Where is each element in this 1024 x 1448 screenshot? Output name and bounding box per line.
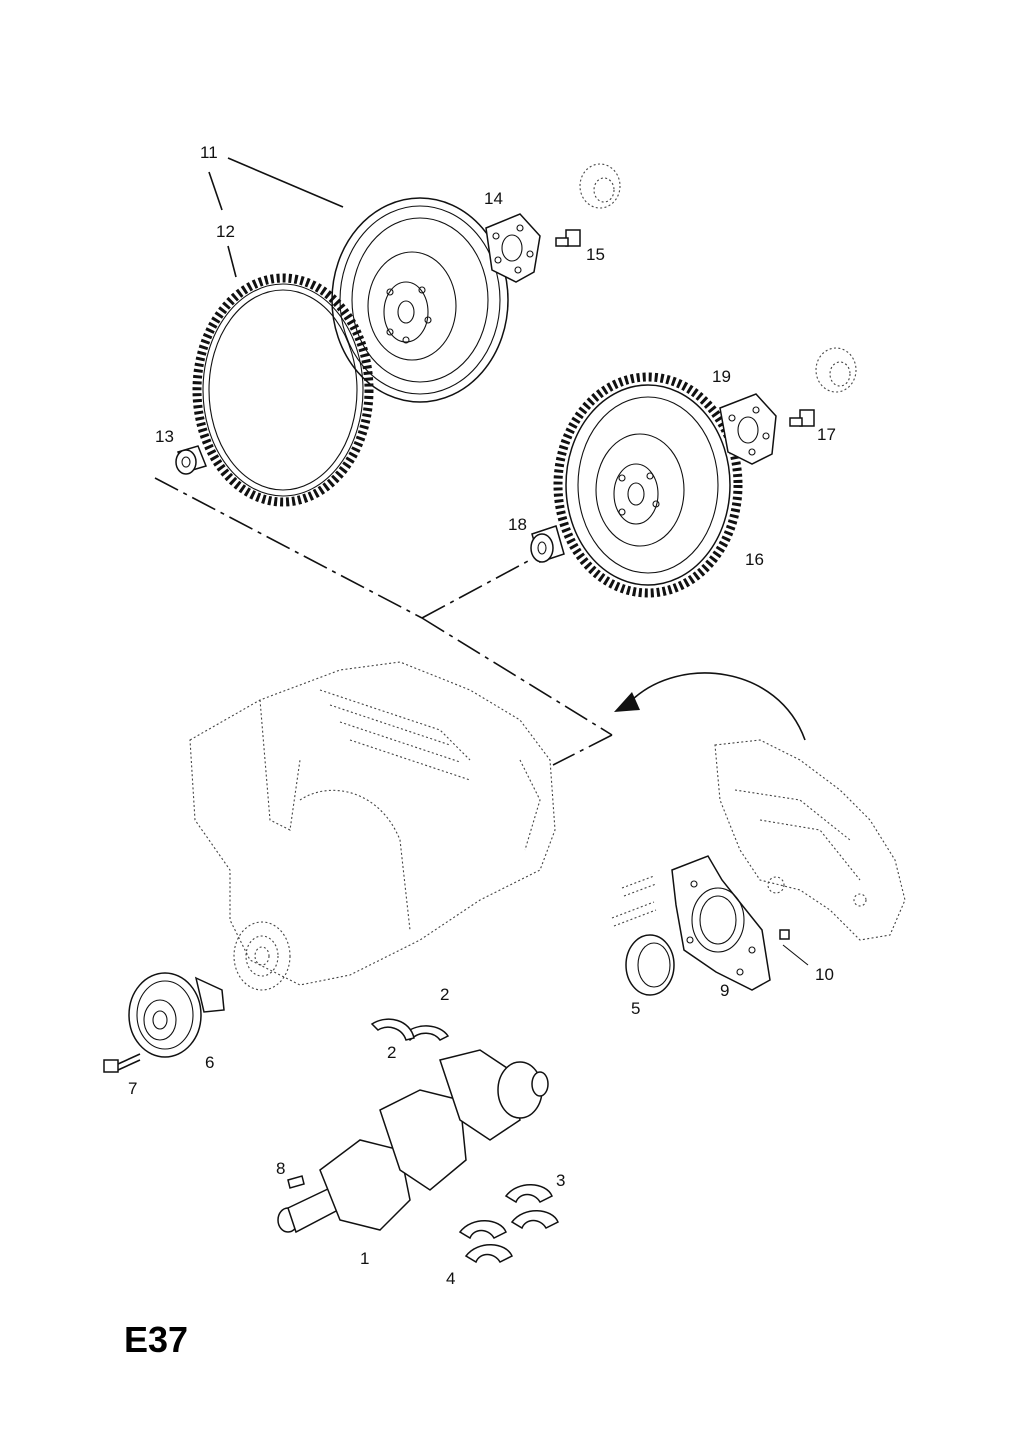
- crankshaft-1: [277, 1049, 549, 1234]
- bolt-7: [103, 1053, 141, 1073]
- rotation-arrow-icon: [614, 672, 806, 741]
- callout-13: 13: [155, 427, 174, 446]
- callout-1: 1: [360, 1249, 369, 1268]
- callout-19: 19: [712, 367, 731, 386]
- thrust-washer-2-bottom: [370, 1018, 415, 1041]
- callout-8: 8: [276, 1159, 285, 1178]
- callout-17: 17: [817, 425, 836, 444]
- damper-pulley-6: [128, 972, 225, 1058]
- bearing-18: [530, 525, 565, 563]
- callout-labels: 11 12 14 15 13 19 17 18 16 2 2 10 5 9 6 …: [128, 143, 836, 1288]
- engine-block-dotted: [189, 661, 556, 991]
- oil-seal-5: [625, 934, 675, 996]
- callout-2-upper: 2: [440, 985, 449, 1004]
- bearing-13: [175, 445, 208, 475]
- callout-7: 7: [128, 1079, 137, 1098]
- page-code: E37: [124, 1319, 188, 1360]
- callout-14: 14: [484, 189, 503, 208]
- thrust-washer-2-top: [402, 1025, 450, 1042]
- flywheel-11: [331, 197, 509, 403]
- callout-5: 5: [631, 999, 640, 1018]
- plate-14: [485, 213, 541, 283]
- key-8: [287, 1175, 305, 1189]
- callout-18: 18: [508, 515, 527, 534]
- callout-12: 12: [216, 222, 235, 241]
- screws-dotted: [611, 875, 657, 927]
- callout-15: 15: [586, 245, 605, 264]
- rear-housing-dotted: [714, 739, 906, 941]
- callout-11: 11: [200, 143, 218, 162]
- bearing-shells-3: [504, 1184, 559, 1230]
- leader-lines: [154, 157, 809, 966]
- flywheel-16: [553, 372, 743, 598]
- callout-9: 9: [720, 981, 729, 1000]
- plate-19: [719, 393, 777, 465]
- bolt-15: [555, 229, 581, 247]
- callout-6: 6: [205, 1053, 214, 1072]
- callout-16: 16: [745, 550, 764, 569]
- seal-carrier-9: [671, 855, 771, 991]
- spacer-right-dotted: [815, 347, 857, 393]
- ring-gear-12: [192, 273, 374, 507]
- bolt-17: [789, 409, 815, 427]
- dowel-10: [779, 929, 790, 940]
- bearing-shells-4: [458, 1220, 513, 1264]
- callout-10: 10: [815, 965, 834, 984]
- spacer-top-dotted: [579, 163, 621, 209]
- callout-4: 4: [446, 1269, 455, 1288]
- callout-3: 3: [556, 1171, 565, 1190]
- callout-2-lower: 2: [387, 1043, 396, 1062]
